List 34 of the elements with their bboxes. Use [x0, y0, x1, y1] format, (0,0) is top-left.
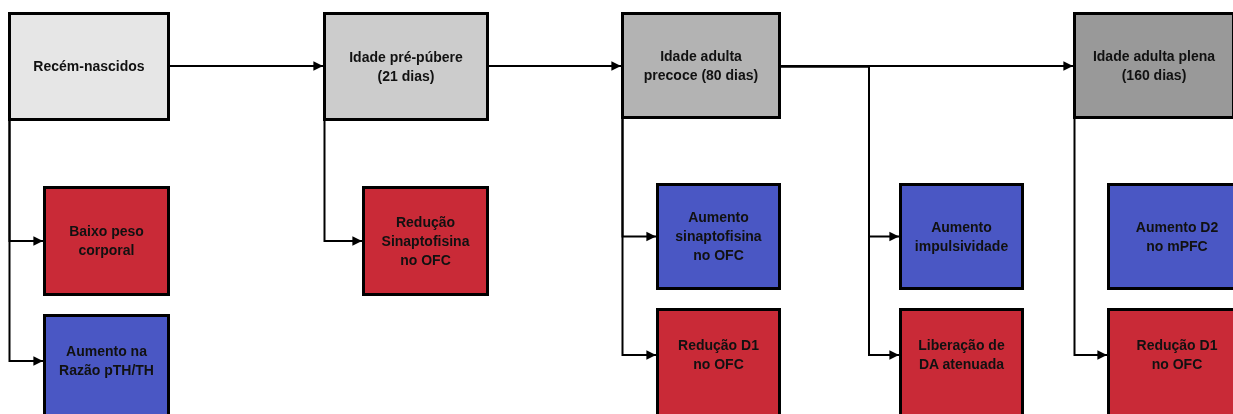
process-box: [1107, 308, 1233, 414]
arrow: [621, 118, 657, 360]
box-label: Idade adulta precoce (80 dias): [642, 46, 760, 85]
box-label: Idade adulta plena (160 dias): [1091, 46, 1217, 85]
box-label: Redução Sinaptofisina no OFC: [380, 212, 471, 270]
process-box: [1107, 183, 1233, 290]
arrow: [488, 61, 622, 71]
process-box: [656, 308, 781, 414]
process-box: [323, 12, 489, 121]
arrow: [780, 65, 900, 360]
box-label: Aumento D2 no mPFC: [1134, 217, 1220, 256]
arrow: [1073, 118, 1108, 360]
process-box: [656, 183, 781, 290]
process-box: [43, 186, 170, 296]
box-label: Aumento impulsividade: [913, 217, 1010, 256]
arrow: [169, 61, 324, 71]
box-label: Recém-nascidos: [33, 57, 145, 76]
box-label: Aumento sinaptofisina no OFC: [674, 208, 763, 265]
box-label: Liberação de DA atenuada: [917, 336, 1006, 374]
process-box: [899, 308, 1024, 414]
box-label: Redução D1 no OFC: [1135, 336, 1219, 374]
process-box: [43, 314, 170, 414]
box-label: Redução D1 no OFC: [677, 336, 760, 374]
box-label: Baixo peso corporal: [68, 222, 145, 260]
process-box: [1073, 12, 1233, 119]
box-label: Idade pré-púbere (21 dias): [348, 47, 464, 86]
process-box: [8, 12, 170, 121]
process-box: [899, 183, 1024, 290]
box-label: Aumento na Razão pTH/TH: [58, 342, 155, 380]
process-box: [621, 12, 781, 119]
arrow: [8, 120, 44, 366]
arrow: [780, 61, 1074, 71]
arrow: [323, 120, 363, 246]
process-box: [362, 186, 489, 296]
